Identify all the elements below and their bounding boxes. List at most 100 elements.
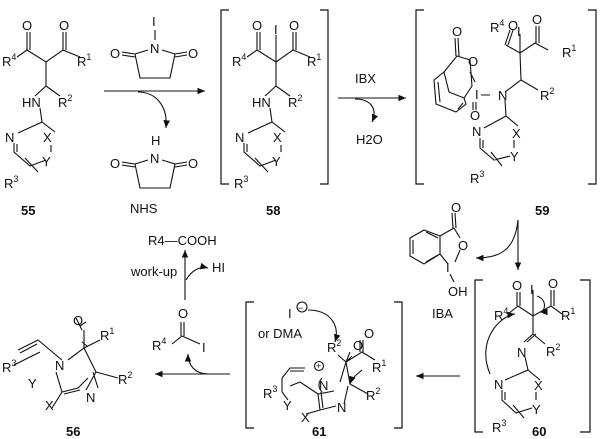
atom-i: I <box>517 24 521 39</box>
atom-o: O <box>468 54 478 69</box>
atom-i: I <box>446 260 450 275</box>
atom-y: Y <box>42 154 51 169</box>
curved-arrow <box>485 311 516 375</box>
r3-group: R3 <box>263 384 277 401</box>
atom-x: X <box>43 130 52 145</box>
r3-group: R3 <box>492 418 506 435</box>
atom-x: X <box>534 378 543 393</box>
atom-o: O <box>178 306 188 321</box>
r2-group: R2 <box>540 86 554 103</box>
atom-o: O <box>458 238 468 253</box>
atom-o: O <box>289 18 299 33</box>
compound-label-60: 60 <box>532 424 546 439</box>
atom-o: O <box>59 18 69 33</box>
r1-group: R1 <box>561 306 575 323</box>
curved-arrow <box>318 377 323 393</box>
r1-group: R1 <box>372 358 386 375</box>
r2-group: R2 <box>118 370 132 387</box>
r2-group: R2 <box>546 342 560 359</box>
positive-charge-sign: + <box>316 361 321 371</box>
atom-o: O <box>451 200 461 215</box>
compound-61: I − or DMA R2 O O R1 N + R2 N R3 Y X 61 <box>245 301 403 439</box>
r4-group: R4 <box>152 336 166 353</box>
atom-n: N <box>150 41 159 56</box>
atom-n: N <box>498 88 507 103</box>
r4-group: R4 <box>2 52 16 69</box>
curved-arrow <box>184 353 209 375</box>
compound-59: O O I O N R4 O I O R1 R2 N X Y R3 59 <box>415 9 597 218</box>
atom-hn: HN <box>252 95 271 110</box>
r2-group: R2 <box>366 386 380 403</box>
curved-arrow <box>185 262 209 281</box>
atom-hn: HN <box>22 95 41 110</box>
r2-group: R2 <box>327 338 341 355</box>
atom-o: O <box>512 278 522 293</box>
atom-y: Y <box>283 398 292 413</box>
r3-group: R3 <box>4 174 18 191</box>
r3-group: R3 <box>234 174 248 191</box>
compound-56: O R1 N R2 N R3 Y X 56 <box>2 313 132 439</box>
iodide: I <box>288 306 292 321</box>
atom-n: N <box>150 151 159 166</box>
atom-o: O <box>508 18 518 33</box>
atom-x: X <box>273 130 282 145</box>
r4-group: R4 <box>494 306 508 323</box>
r3-group: R3 <box>2 358 16 375</box>
r1-group: R1 <box>562 43 576 60</box>
r4-group: R4 <box>232 52 246 69</box>
atom-n: N <box>517 345 526 360</box>
r1-group: R1 <box>307 52 321 69</box>
atom-i: I <box>202 340 206 355</box>
atom-x: X <box>512 126 521 141</box>
atom-o: O <box>188 46 198 61</box>
atom-y: Y <box>532 402 541 417</box>
atom-i: I <box>274 22 278 37</box>
curved-arrow <box>475 219 519 262</box>
atom-n: N <box>86 390 95 405</box>
atom-o: O <box>353 338 363 353</box>
compound-label-61: 61 <box>312 424 326 439</box>
curved-arrow <box>349 369 363 385</box>
reagent-iba: IBA <box>432 306 453 321</box>
compound-58: O O I R4 R1 HN R2 N X Y R3 58 <box>220 9 329 218</box>
step-ibx: IBX H2O <box>338 71 406 147</box>
nis-iodine: I <box>152 14 156 29</box>
r1-group: R1 <box>100 326 114 343</box>
reagent-ibx: IBX <box>355 71 376 86</box>
compound-label-55: 55 <box>21 203 35 218</box>
atom-o: O <box>252 18 262 33</box>
atom-o: O <box>73 313 83 328</box>
atom-i: I <box>530 282 534 297</box>
r1-group: R1 <box>77 52 91 69</box>
atom-n: N <box>494 377 503 392</box>
r2-group: R2 <box>288 93 302 110</box>
atom-o: O <box>22 18 32 33</box>
atom-n: N <box>472 124 481 139</box>
compound-label-56: 56 <box>66 424 80 439</box>
workup-label: work-up <box>130 264 177 279</box>
curved-arrow <box>536 295 548 316</box>
atom-i: I <box>475 87 479 102</box>
atom-o: O <box>364 326 374 341</box>
iba-byproduct: O O I OH IBA <box>409 200 522 321</box>
atom-n: N <box>5 130 14 145</box>
atom-n: N <box>55 358 64 373</box>
atom-h: H <box>151 133 160 148</box>
r2-group: R2 <box>58 93 72 110</box>
atom-o: O <box>532 12 542 27</box>
or-dma: or DMA <box>258 326 302 341</box>
compound-label-59: 59 <box>535 203 549 218</box>
atom-o: O <box>110 46 120 61</box>
compound-label-58: 58 <box>266 203 280 218</box>
positive-charge-icon <box>313 360 325 372</box>
atom-x: X <box>301 410 310 425</box>
atom-o: O <box>188 156 198 171</box>
curved-arrow <box>307 309 341 343</box>
water: H2O <box>356 132 383 147</box>
carboxylic-acid: R4—COOH <box>148 233 217 248</box>
atom-oh: OH <box>448 284 468 299</box>
atom-o: O <box>548 276 558 291</box>
atom-x: X <box>45 398 54 413</box>
byproduct-nhs: NHS <box>130 201 158 216</box>
